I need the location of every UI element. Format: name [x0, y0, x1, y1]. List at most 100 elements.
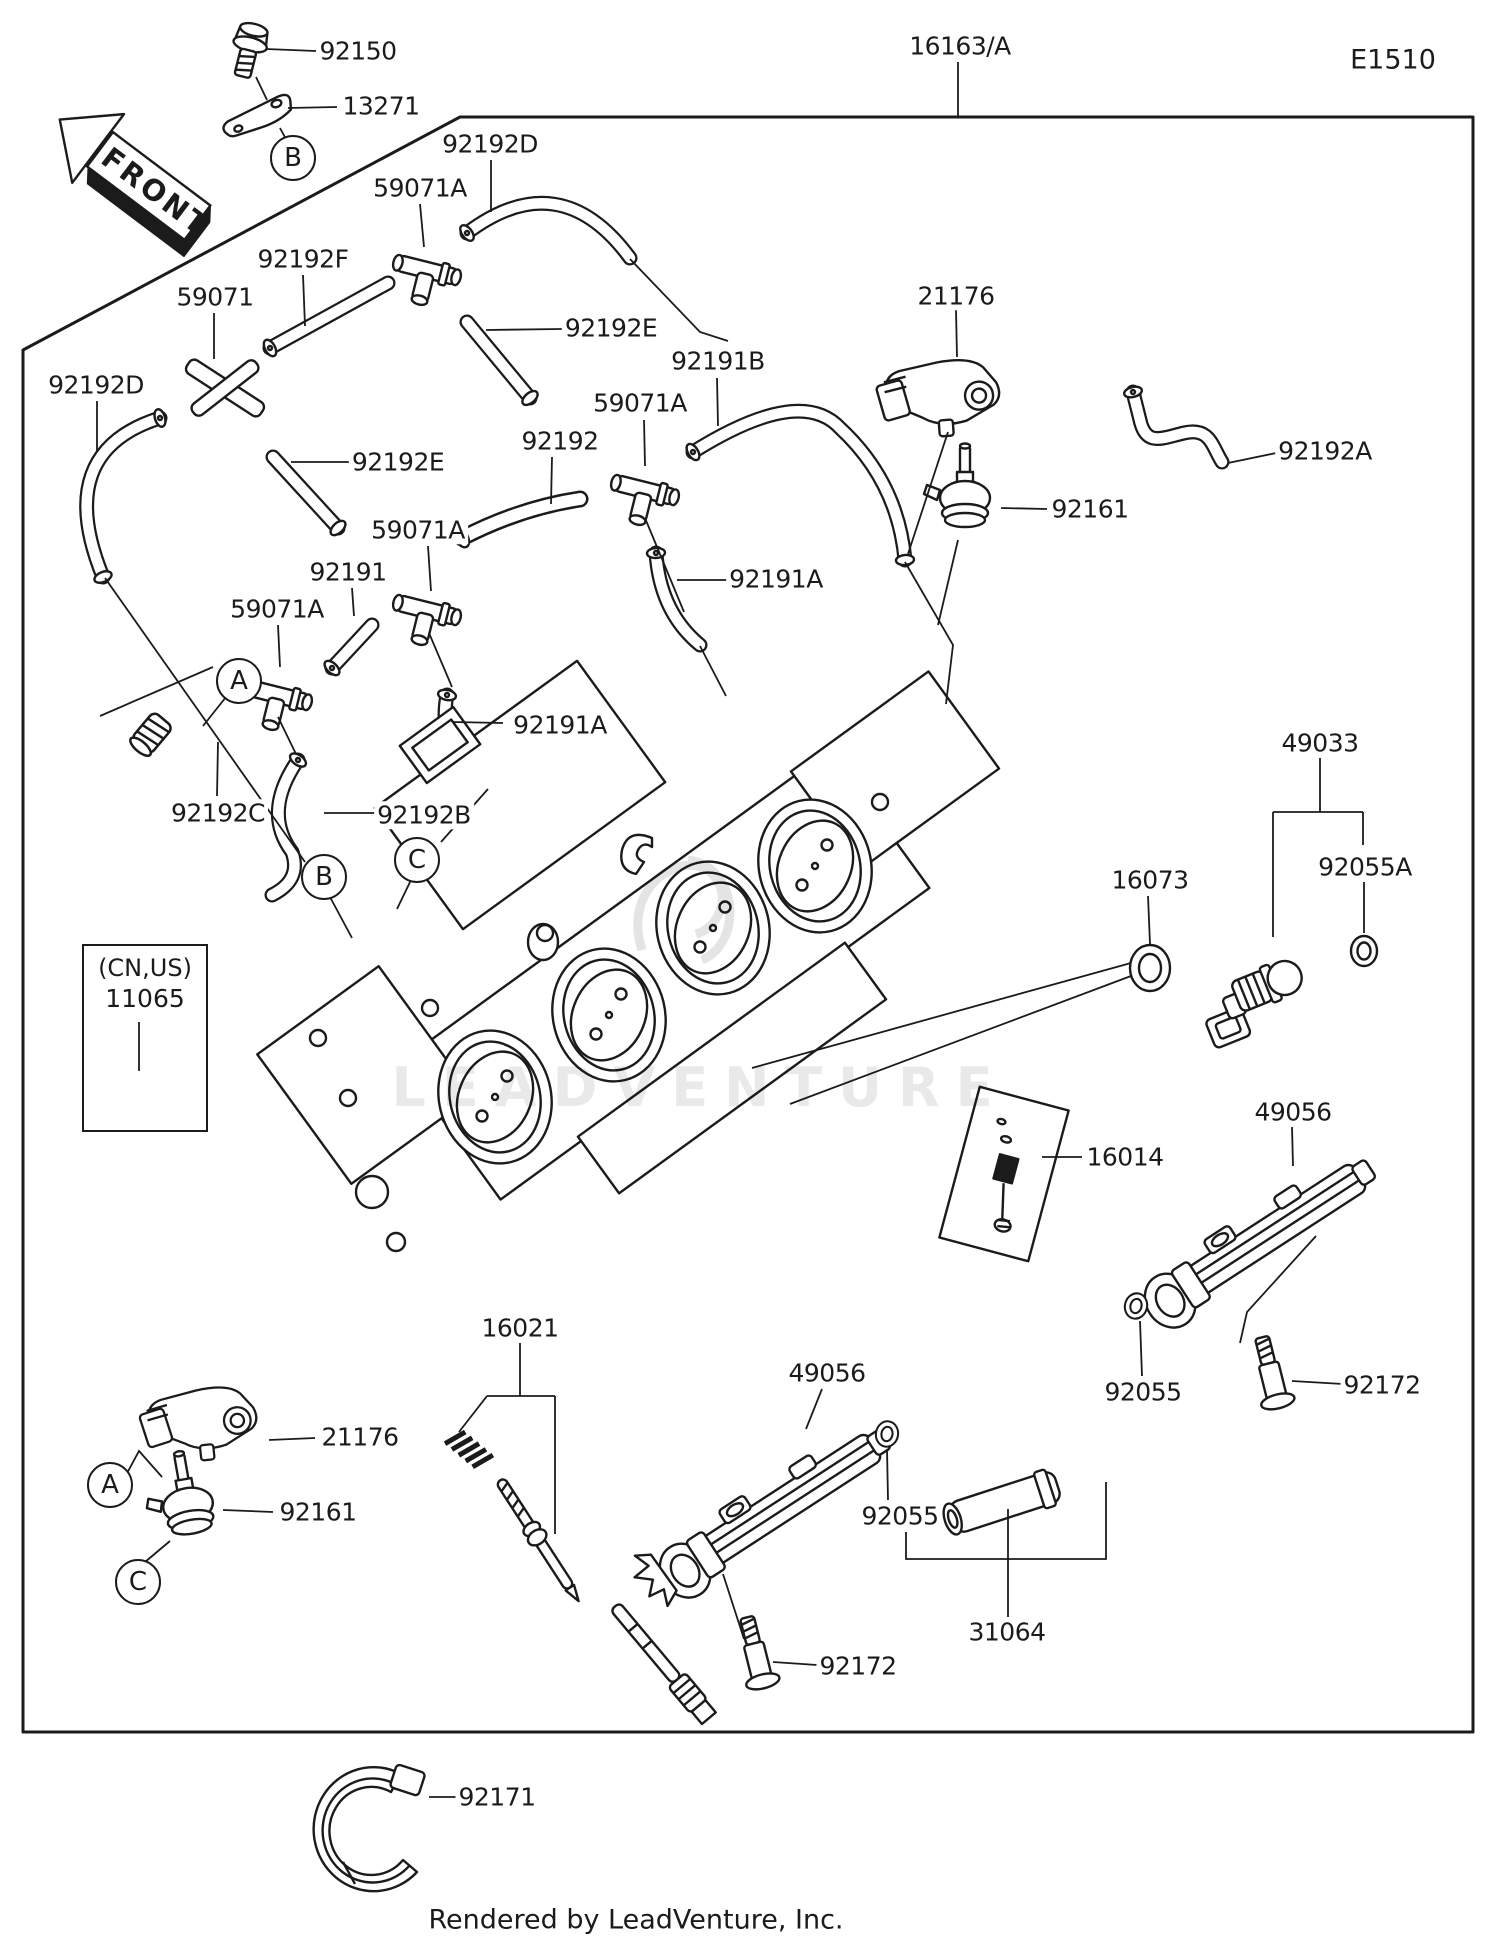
- leader-line: [789, 975, 1132, 1105]
- part-label-92192D: 92192D: [439, 130, 541, 158]
- part-label-49056: 49056: [785, 1359, 869, 1387]
- variant-inset-box: (CN,US) 11065: [82, 944, 208, 1132]
- part-label-92192: 92192: [518, 427, 602, 455]
- leader-line: [904, 561, 954, 705]
- flange-bolt-92150: [232, 21, 269, 79]
- part-label-49033: 49033: [1278, 729, 1362, 757]
- leader-line: [458, 1395, 488, 1433]
- leader-line: [907, 431, 949, 555]
- spring-16021: [443, 1429, 495, 1470]
- leader-line: [937, 539, 959, 626]
- leader-line: [302, 274, 306, 327]
- leader-line: [722, 1573, 745, 1640]
- tube-92192e-2: [265, 449, 347, 537]
- leader-line: [351, 587, 355, 617]
- leader-line: [699, 645, 727, 697]
- part-label-92192E: 92192E: [348, 448, 448, 476]
- leader-line: [255, 76, 268, 101]
- leader-line: [1000, 507, 1048, 510]
- leader-line: [265, 48, 317, 52]
- leader-line: [644, 517, 685, 613]
- leader-line: [99, 666, 214, 717]
- part-label-21176: 21176: [914, 282, 998, 310]
- leader-line: [1239, 1235, 1317, 1344]
- part-label-16021: 16021: [478, 1314, 562, 1342]
- fuel-rail-left-49056: [633, 1411, 903, 1609]
- part-label-16073: 16073: [1108, 866, 1192, 894]
- part-label-16014: 16014: [1083, 1143, 1167, 1171]
- border-frame: [21, 115, 1475, 1734]
- ref-bubble-A: A: [216, 658, 262, 704]
- leader-line: [485, 328, 563, 331]
- part-label-92055: 92055: [858, 1502, 942, 1530]
- leader-line: [277, 716, 297, 755]
- leader-line: [277, 624, 281, 668]
- tube-92192e-1: [459, 314, 539, 407]
- part-label-92192B: 92192B: [374, 801, 474, 829]
- ref-bubble-C: C: [115, 1559, 161, 1605]
- front-arrow: FRONT: [58, 112, 216, 257]
- part-label-92171: 92171: [455, 1783, 539, 1811]
- hose-92192d-left: [79, 408, 168, 585]
- hose-92192d-top: [459, 195, 638, 266]
- part-label-59071A: 59071A: [590, 389, 690, 417]
- kit-box-16014: [938, 1085, 1070, 1263]
- hose-92192a: [1122, 384, 1230, 470]
- page-code: E1510: [1350, 44, 1436, 76]
- part-label-13271: 13271: [339, 92, 423, 120]
- leader-line: [329, 896, 353, 939]
- part-label-59071: 59071: [173, 283, 257, 311]
- part-label-92192E: 92192E: [561, 314, 661, 342]
- leader-line: [451, 721, 504, 724]
- ref-bubble-A: A: [87, 1462, 133, 1508]
- part-label-16163A: 16163/A: [906, 32, 1014, 60]
- leader-line: [268, 1437, 316, 1441]
- part-label-21176: 21176: [318, 1423, 402, 1451]
- part-label-92172: 92172: [1340, 1371, 1424, 1399]
- part-label-92055: 92055: [1101, 1378, 1185, 1406]
- part-label-92172: 92172: [816, 1652, 900, 1680]
- part-label-92161: 92161: [276, 1498, 360, 1526]
- part-label-92055A: 92055A: [1315, 853, 1415, 881]
- leader-line: [104, 577, 306, 863]
- leader-line: [886, 1448, 889, 1501]
- leader-line: [955, 309, 958, 358]
- adjuster-rod: [611, 1603, 717, 1726]
- part-label-92192D: 92192D: [45, 371, 147, 399]
- ref-bubble-B: B: [270, 135, 316, 181]
- leader-line: [1139, 1320, 1143, 1377]
- part-label-92192A: 92192A: [1275, 437, 1375, 465]
- footer-credit: Rendered by LeadVenture, Inc.: [428, 1904, 844, 1936]
- part-label-92192F: 92192F: [254, 245, 352, 273]
- leader-line: [419, 203, 425, 248]
- leader-line: [396, 879, 412, 910]
- part-label-49056: 49056: [1251, 1098, 1335, 1126]
- leader-line: [1291, 1126, 1294, 1167]
- leader-line: [550, 456, 553, 505]
- ref-bubble-C: C: [394, 837, 440, 883]
- leader-line: [222, 1509, 274, 1513]
- leader-line: [287, 106, 338, 109]
- leader-line: [124, 1449, 163, 1478]
- part-label-59071A: 59071A: [370, 174, 470, 202]
- leader-line: [716, 377, 719, 427]
- part-label-92150: 92150: [316, 37, 400, 65]
- part-label-59071A: 59071A: [227, 595, 327, 623]
- leader-line: [629, 258, 729, 342]
- part-label-92191A: 92191A: [726, 565, 826, 593]
- part-label-92192C: 92192C: [168, 799, 268, 827]
- ref-bubble-B: B: [301, 854, 347, 900]
- leader-line: [751, 962, 1132, 1069]
- hose-92192b: [264, 752, 308, 903]
- cross-fitting-59071: [184, 358, 266, 418]
- clamp-92171: [312, 1763, 426, 1893]
- leader-line: [772, 1661, 818, 1666]
- tube-92191: [323, 617, 380, 677]
- tube-92192f: [262, 275, 396, 358]
- leader-line: [144, 1540, 171, 1563]
- leader-line: [1227, 451, 1282, 464]
- leader-line: [216, 741, 219, 797]
- bracket-13271: [222, 93, 293, 138]
- hose-92191b: [685, 403, 916, 568]
